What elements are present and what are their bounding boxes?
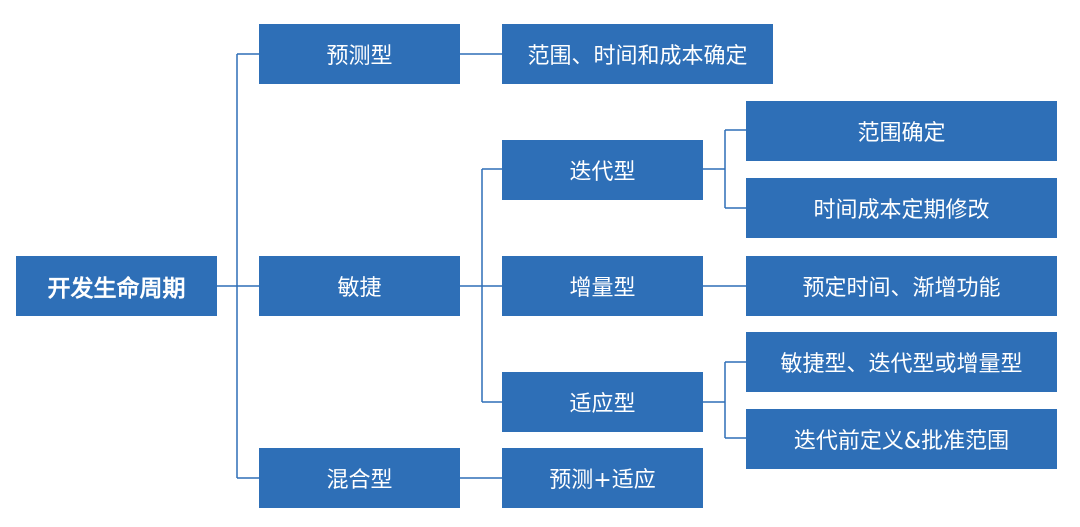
node-adaptive-scope: 迭代前定义&批准范围 <box>746 409 1057 469</box>
node-hybrid-label: 混合型 <box>326 468 393 493</box>
node-iterative-time-cost: 时间成本定期修改 <box>746 178 1057 238</box>
node-incremental-description-label: 预定时间、渐增功能 <box>802 276 1001 301</box>
connector-agile-bracket <box>460 168 502 403</box>
node-hybrid-description-label: 预测+适应 <box>549 468 656 493</box>
root-node-development-lifecycle: 开发生命周期 <box>16 256 217 316</box>
node-iterative-time-cost-label: 时间成本定期修改 <box>813 198 990 223</box>
node-iterative-scope: 范围确定 <box>746 101 1057 161</box>
node-agile-label: 敏捷 <box>337 276 382 301</box>
node-adaptive-label: 适应型 <box>569 392 636 417</box>
node-adaptive-types-label: 敏捷型、迭代型或增量型 <box>780 352 1023 377</box>
connector-root-bracket <box>217 53 259 479</box>
node-predictive-description-label: 范围、时间和成本确定 <box>527 44 748 69</box>
node-adaptive-types: 敏捷型、迭代型或增量型 <box>746 332 1057 392</box>
node-adaptive-scope-label: 迭代前定义&批准范围 <box>793 429 1010 454</box>
node-predictive-label: 预测型 <box>326 44 393 69</box>
node-hybrid: 混合型 <box>259 448 460 508</box>
node-incremental: 增量型 <box>502 256 703 316</box>
node-predictive: 预测型 <box>259 24 460 84</box>
node-predictive-description: 范围、时间和成本确定 <box>502 24 773 84</box>
node-iterative: 迭代型 <box>502 140 703 200</box>
node-incremental-description: 预定时间、渐增功能 <box>746 256 1057 316</box>
connector-adaptive-bracket <box>703 361 746 439</box>
node-adaptive: 适应型 <box>502 372 703 432</box>
node-iterative-scope-label: 范围确定 <box>857 121 946 146</box>
node-iterative-label: 迭代型 <box>569 160 636 185</box>
node-incremental-label: 增量型 <box>569 276 636 301</box>
node-hybrid-description: 预测+适应 <box>502 448 703 508</box>
root-node-label: 开发生命周期 <box>47 276 186 302</box>
node-agile: 敏捷 <box>259 256 460 316</box>
connector-iterative-bracket <box>703 129 746 209</box>
